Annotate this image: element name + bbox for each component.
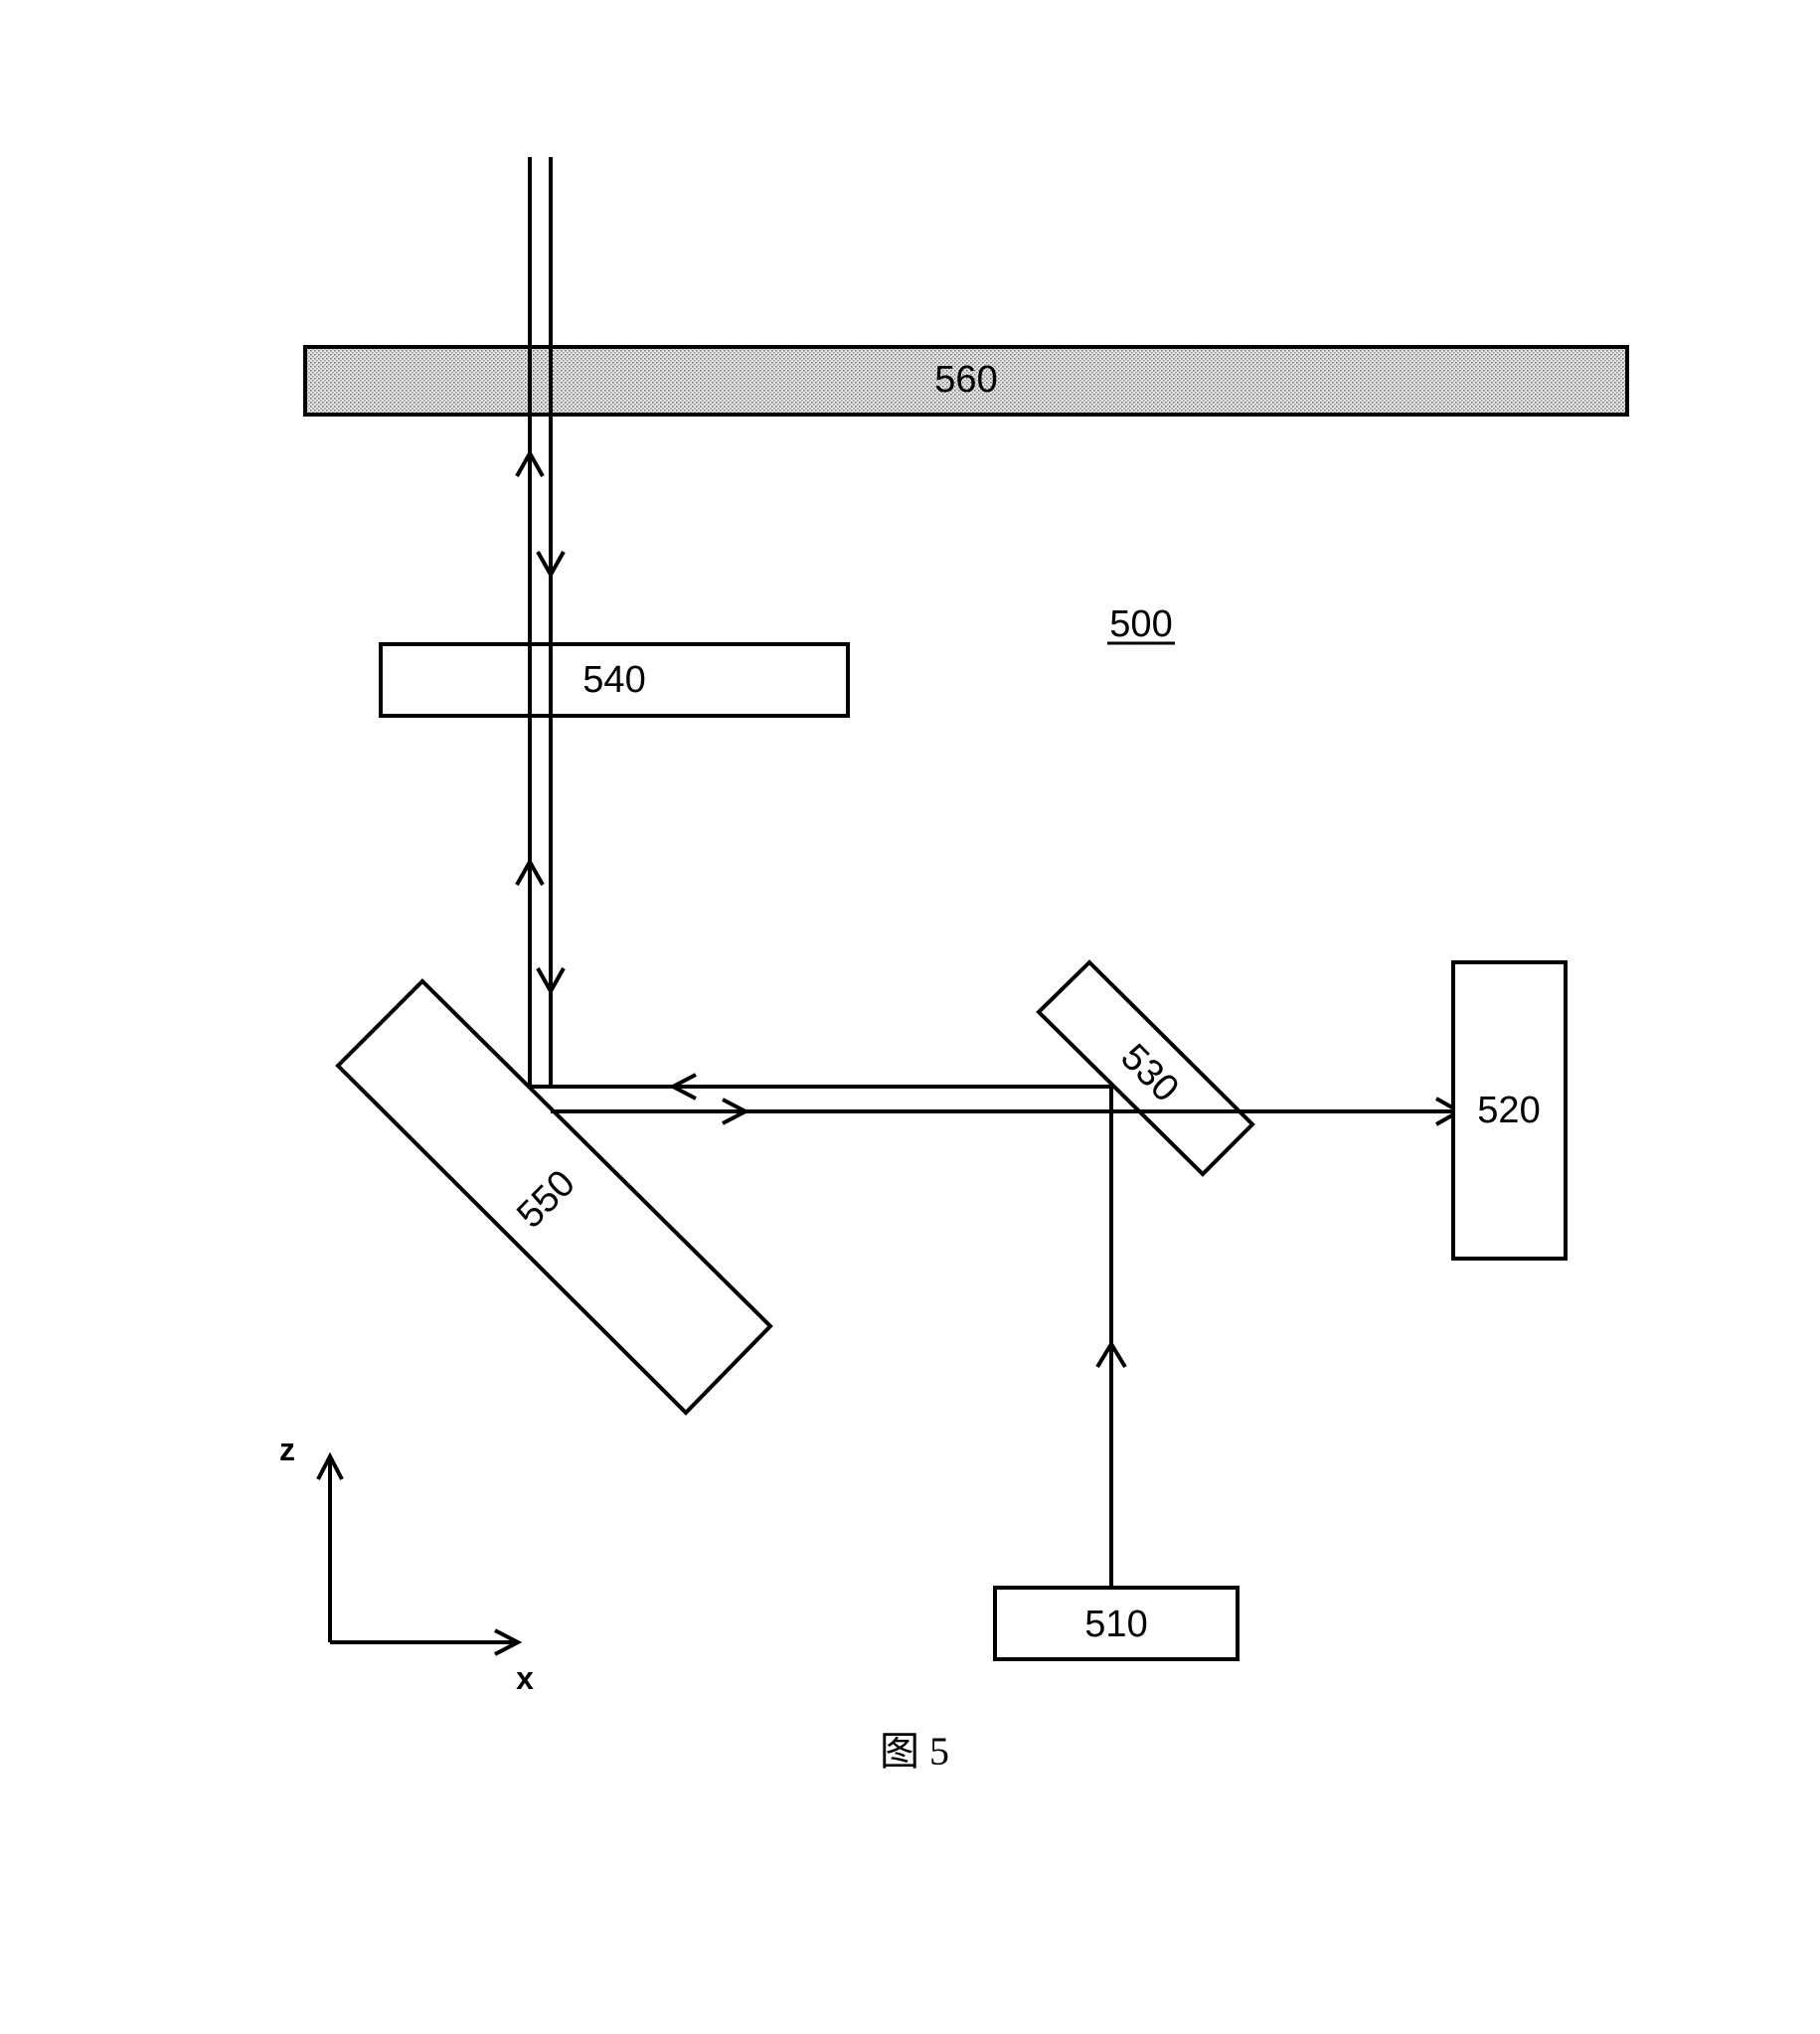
component-540-label: 540 bbox=[582, 659, 645, 701]
vertical-beam-pair bbox=[528, 157, 553, 1087]
figure-reference-label: 500 bbox=[1109, 603, 1172, 645]
arrow-up-upper bbox=[515, 448, 545, 477]
arrow-down-lower bbox=[536, 967, 566, 996]
arrow-right bbox=[722, 1098, 750, 1125]
component-510-label: 510 bbox=[1084, 1604, 1147, 1645]
arrow-up-source bbox=[1095, 1340, 1127, 1369]
beam-arrowheads bbox=[515, 448, 1464, 1369]
figure-reference: 500 bbox=[1107, 603, 1175, 645]
arrow-up-lower bbox=[515, 857, 545, 886]
horizontal-beams bbox=[530, 1085, 1463, 1113]
component-520-label: 520 bbox=[1477, 1090, 1540, 1131]
x-axis-arrowhead bbox=[494, 1628, 523, 1656]
component-530: 530 bbox=[1036, 959, 1255, 1177]
component-540: 540 bbox=[379, 642, 850, 718]
component-560: 560 bbox=[303, 345, 1629, 417]
component-560-label: 560 bbox=[934, 359, 997, 401]
arrow-left bbox=[668, 1073, 697, 1101]
component-510: 510 bbox=[993, 1586, 1240, 1661]
beam-through-530 bbox=[1109, 1087, 1252, 1173]
z-axis-arrowhead bbox=[316, 1451, 344, 1480]
z-axis-label: z bbox=[279, 1432, 295, 1467]
x-axis-label: x bbox=[516, 1660, 534, 1696]
component-550-label: 550 bbox=[509, 1162, 583, 1237]
arrow-down-upper bbox=[536, 551, 566, 580]
figure-caption: 图 5 bbox=[880, 1729, 949, 1774]
component-550: 550 bbox=[335, 978, 773, 1416]
coordinate-axes bbox=[316, 1451, 523, 1656]
component-520: 520 bbox=[1451, 960, 1568, 1261]
